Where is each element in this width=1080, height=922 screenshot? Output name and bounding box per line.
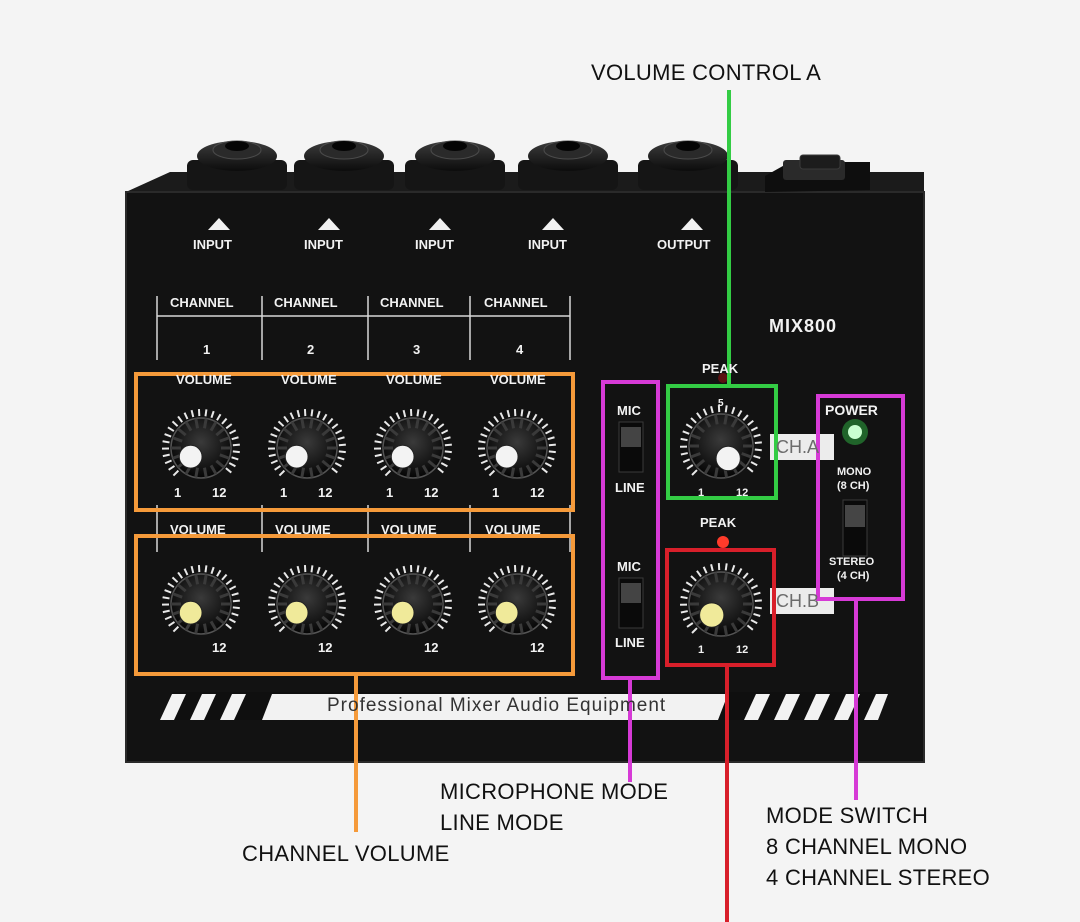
master-scale-max-a: 12 [736,487,749,499]
power-label: POWER [825,402,878,418]
scale-max-top-1: 12 [212,485,227,500]
volume-knob-bottom-1[interactable] [161,565,240,635]
volume-label-top-3: VOLUME [386,372,442,387]
jack-1[interactable] [187,140,287,190]
jack-label-2: INPUT [304,237,343,252]
mono-sub-label: (8 CH) [837,480,870,492]
volume-label-top-1: VOLUME [176,372,232,387]
jack-3[interactable] [405,140,505,190]
callout-mode-switch-title: MODE SWITCH [766,803,929,828]
channel-number-4: 4 [516,342,524,357]
volume-knob-bottom-3[interactable] [373,565,452,635]
channel-label-3: CHANNEL [380,295,444,310]
callout-mic-line: MICROPHONE MODE LINE MODE [440,776,668,838]
jack-5[interactable] [638,140,738,190]
bottom-strip [160,692,888,720]
mode-slide-switch[interactable] [842,499,868,557]
peak-led-a [718,373,728,383]
channel-number-3: 3 [413,342,421,357]
volume-label-bottom-4: VOLUME [485,522,541,537]
volume-knob-top-1[interactable] [161,409,240,479]
scale-max-top-3: 12 [424,485,439,500]
jack-4[interactable] [518,140,618,190]
ch-a-label: CH.A [776,437,820,457]
frame-volume-control-b [665,548,776,667]
line-label-b: LINE [615,635,645,650]
master-scale-top-a: 5 [718,398,724,409]
ch-b-label: CH.B [776,591,820,611]
scale-min-top-3: 1 [386,485,394,500]
mono-label: MONO [837,466,872,478]
scale-max-bottom-3: 12 [424,640,439,655]
callout-microphone-mode: MICROPHONE MODE [440,779,669,804]
master-scale-min-b: 1 [698,644,705,656]
power-rocker-switch[interactable] [765,154,870,192]
scale-max-bottom-2: 12 [318,640,333,655]
peak-label-a: PEAK [702,361,739,376]
scale-max-top-2: 12 [318,485,333,500]
frame-channel-volume-top [134,372,575,512]
scale-max-top-4: 12 [530,485,545,500]
master-knob-a[interactable] [679,405,762,479]
peak-label-b: PEAK [700,515,737,530]
mic-line-switch-a[interactable] [618,421,644,473]
callout-mode-switch: MODE SWITCH 8 CHANNEL MONO 4 CHANNEL STE… [766,800,990,893]
mic-label-a: MIC [617,403,641,418]
master-knob-b[interactable] [679,563,762,637]
mic-label-b: MIC [617,559,641,574]
callout-stereo: 4 CHANNEL STEREO [766,865,991,890]
master-volume-knobs[interactable] [679,405,762,637]
volume-label-bottom-2: VOLUME [275,522,331,537]
jack-label-1: INPUT [193,237,232,252]
channel-number-1: 1 [203,342,211,357]
stereo-sub-label: (4 CH) [837,570,870,582]
callout-channel-volume: CHANNEL VOLUME [242,841,450,866]
frame-volume-control-a [666,384,778,500]
volume-knob-top-3[interactable] [373,409,452,479]
scale-max-bottom-4: 12 [530,640,545,655]
frame-mode-switch [816,394,905,601]
line-label-a: LINE [615,480,645,495]
jack-arrows [208,218,703,230]
channel-label-1: CHANNEL [170,295,234,310]
master-scale-max-b: 12 [736,644,749,656]
callout-mono: 8 CHANNEL MONO [766,834,968,859]
ch-a-label-plate [770,434,834,460]
channel-label-2: CHANNEL [274,295,338,310]
jack-label-3: INPUT [415,237,454,252]
volume-knob-top-4[interactable] [477,409,556,479]
volume-knob-top-2[interactable] [267,409,346,479]
scale-min-top-4: 1 [492,485,500,500]
channel-label-4: CHANNEL [484,295,548,310]
jack-2[interactable] [294,140,394,190]
channel-number-2: 2 [307,342,315,357]
volume-knob-bottom-4[interactable] [477,565,556,635]
model-name: MIX800 [769,316,838,336]
scale-max-bottom-1: 12 [212,640,227,655]
stereo-label: STEREO [829,556,875,568]
mic-line-switch-b[interactable] [618,577,644,629]
callout-line-mode: LINE MODE [440,810,564,835]
jack-label-4: INPUT [528,237,567,252]
volume-knob-bottom-2[interactable] [267,565,346,635]
volume-label-bottom-3: VOLUME [381,522,437,537]
scale-min-top-1: 1 [174,485,182,500]
volume-label-bottom-1: VOLUME [170,522,226,537]
scale-min-top-2: 1 [280,485,288,500]
jack-row [187,140,738,190]
callout-volume-control-a: VOLUME CONTROL A [591,60,822,85]
master-scale-min-a: 1 [698,487,705,499]
jack-label-output: OUTPUT [657,237,711,252]
strip-text: Professional Mixer Audio Equipment [327,695,667,716]
power-led [848,425,862,439]
channel-volume-knobs[interactable] [161,409,556,635]
volume-label-top-4: VOLUME [490,372,546,387]
peak-led-b [717,536,729,548]
channel-separators [156,296,571,552]
volume-label-top-2: VOLUME [281,372,337,387]
